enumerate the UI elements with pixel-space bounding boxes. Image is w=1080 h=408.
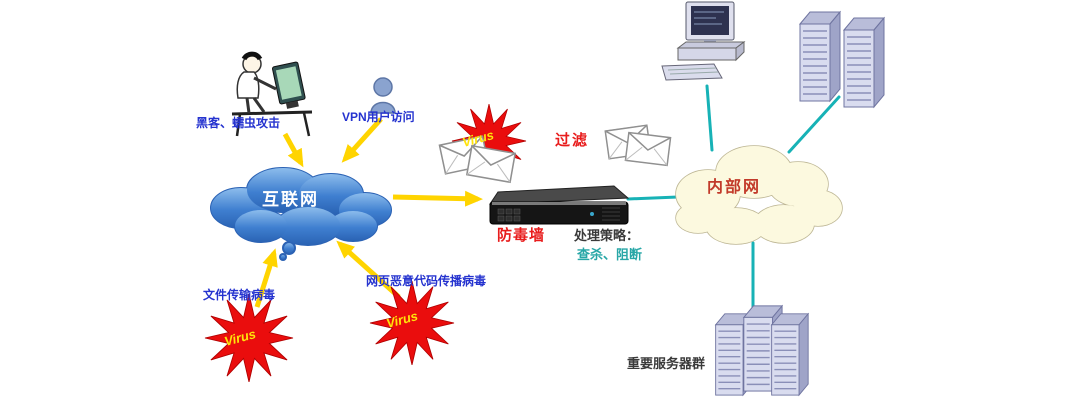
intranet-cloud <box>675 145 843 245</box>
policy-title-label: 处理策略： <box>574 228 640 243</box>
antivirus-wall-label: 防毒墙 <box>497 227 546 244</box>
intranet-links <box>626 84 841 310</box>
important-server-group-icon <box>714 305 809 396</box>
link-intranet-to-pc <box>705 84 714 152</box>
web-malicious-code-virus-label: 网页恶意代码传播病毒 <box>366 274 487 288</box>
hacker-icon <box>231 51 313 137</box>
policy-actions-label: 查杀、阻断 <box>577 247 643 262</box>
arrow-vpn-to-internet <box>341 117 383 163</box>
link-intranet-to-servers <box>787 95 841 154</box>
internet-cloud-label: 互联网 <box>262 190 319 209</box>
server-towers-icon <box>799 11 885 108</box>
envelope-icon <box>624 131 672 167</box>
arrow-webvirus-to-internet <box>336 240 401 299</box>
link-firewall-to-intranet <box>626 195 680 201</box>
file-transfer-virus-label: 文件传输病毒 <box>203 288 276 302</box>
hacker-attack-label: 黑客、蠕虫攻击 <box>196 116 281 130</box>
vpn-user-icon <box>370 77 396 114</box>
internet-cloud <box>210 167 392 261</box>
vpn-access-label: VPN用户访问 <box>342 110 415 124</box>
intranet-cloud-label: 内部网 <box>707 179 762 196</box>
attack-arrows <box>254 117 483 308</box>
arrow-filevirus-to-internet <box>254 248 278 308</box>
arrow-hacker-to-internet <box>282 132 304 168</box>
important-servers-label: 重要服务器群 <box>627 356 706 371</box>
filter-label: 过滤 <box>555 132 590 149</box>
arrow-internet-to-firewall <box>392 190 483 207</box>
desktop-computer-icon <box>661 1 746 81</box>
firewall-appliance-icon <box>489 185 630 225</box>
